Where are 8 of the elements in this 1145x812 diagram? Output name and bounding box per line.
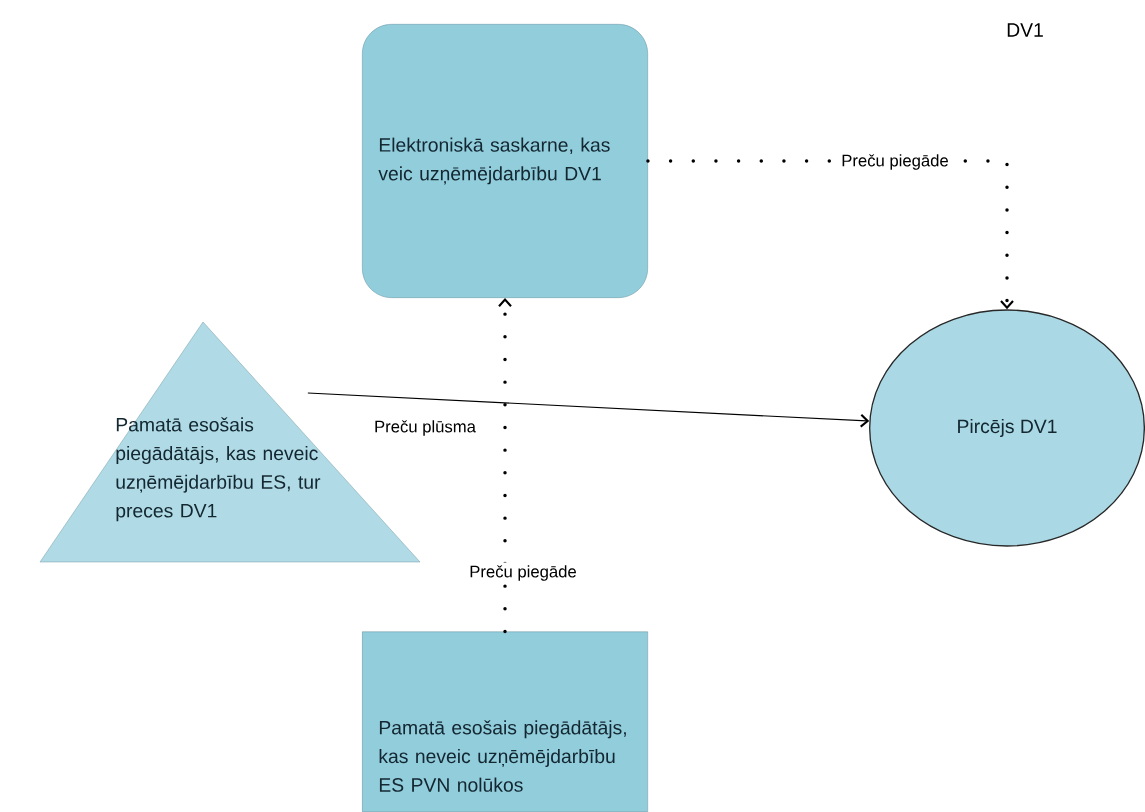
edge-label: Preču piegāde	[838, 151, 952, 173]
arrow	[498, 297, 512, 634]
process-box: Pamatā esošais piegādātājs, kas neveic uzņēmējdarbību ES PVN nolūkos	[362, 631, 648, 812]
arrow	[307, 392, 870, 428]
corner-label: DV1	[1007, 23, 1043, 37]
ellipse-node: Pircējs DV1	[869, 309, 1145, 547]
edge-label: Preču piegāde	[466, 562, 580, 584]
rounded-box: Elektroniskā saskarne, kas veic uzņēmējdarbību DV1	[362, 24, 648, 298]
